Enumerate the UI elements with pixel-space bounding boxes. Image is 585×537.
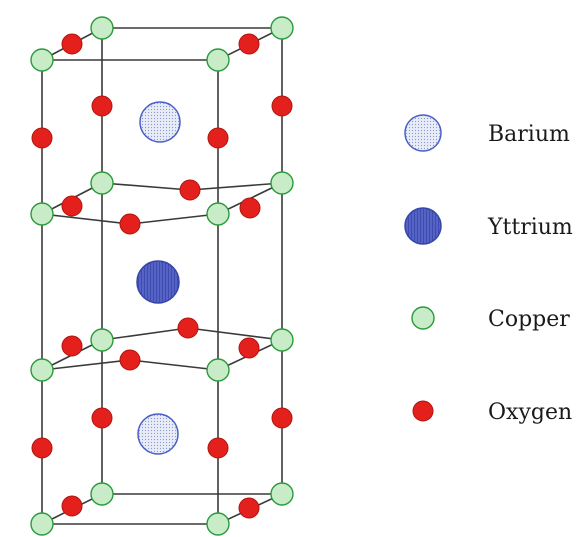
copper-atom [30,358,54,382]
oxygen-atom [119,349,141,371]
copper-atom [90,171,114,195]
legend-copper-swatch [411,306,435,330]
copper-atom [90,482,114,506]
legend-barium-swatch [404,114,442,152]
oxygen-atom [177,317,199,339]
copper-atom [270,16,294,40]
copper-atom [90,328,114,352]
copper-atom [206,202,230,226]
oxygen-atom [31,127,53,149]
copper-atom [206,48,230,72]
oxygen-atom [119,213,141,235]
yttrium-atom [136,260,180,304]
oxygen-atom [271,407,293,429]
legend-yttrium-label: Yttrium [487,215,573,240]
oxygen-atom [271,95,293,117]
barium-atom-lower [137,413,179,455]
oxygen-atom [61,335,83,357]
oxygen-atom [239,197,261,219]
copper-atom [270,328,294,352]
copper-atom [30,202,54,226]
oxygen-atoms [31,33,293,519]
copper-atom [270,171,294,195]
oxygen-atom [91,95,113,117]
oxygen-atom [207,437,229,459]
copper-atoms [30,16,294,536]
oxygen-atom [61,33,83,55]
oxygen-atom [31,437,53,459]
copper-atom [270,482,294,506]
legend-oxygen-label: Oxygen [488,400,572,425]
legend-copper-label: Copper [488,307,570,332]
copper-atom [30,512,54,536]
legend-oxygen-swatch [412,400,434,422]
legend: Barium Yttrium Copper Oxygen [404,114,573,425]
legend-yttrium-swatch [404,207,442,245]
barium-atom-upper [139,101,181,143]
legend-item-copper: Copper [411,306,570,332]
legend-barium-label: Barium [488,122,570,147]
oxygen-atom [238,337,260,359]
copper-atom [206,358,230,382]
oxygen-atom [238,33,260,55]
oxygen-atom [179,179,201,201]
oxygen-atom [61,495,83,517]
copper-atom [30,48,54,72]
oxygen-atom [238,497,260,519]
oxygen-atom [91,407,113,429]
legend-item-barium: Barium [404,114,570,152]
copper-atom [206,512,230,536]
copper-atom [90,16,114,40]
legend-item-oxygen: Oxygen [412,400,572,425]
oxygen-atom [61,195,83,217]
legend-item-yttrium: Yttrium [404,207,573,245]
central-atoms [136,101,181,455]
oxygen-atom [207,127,229,149]
